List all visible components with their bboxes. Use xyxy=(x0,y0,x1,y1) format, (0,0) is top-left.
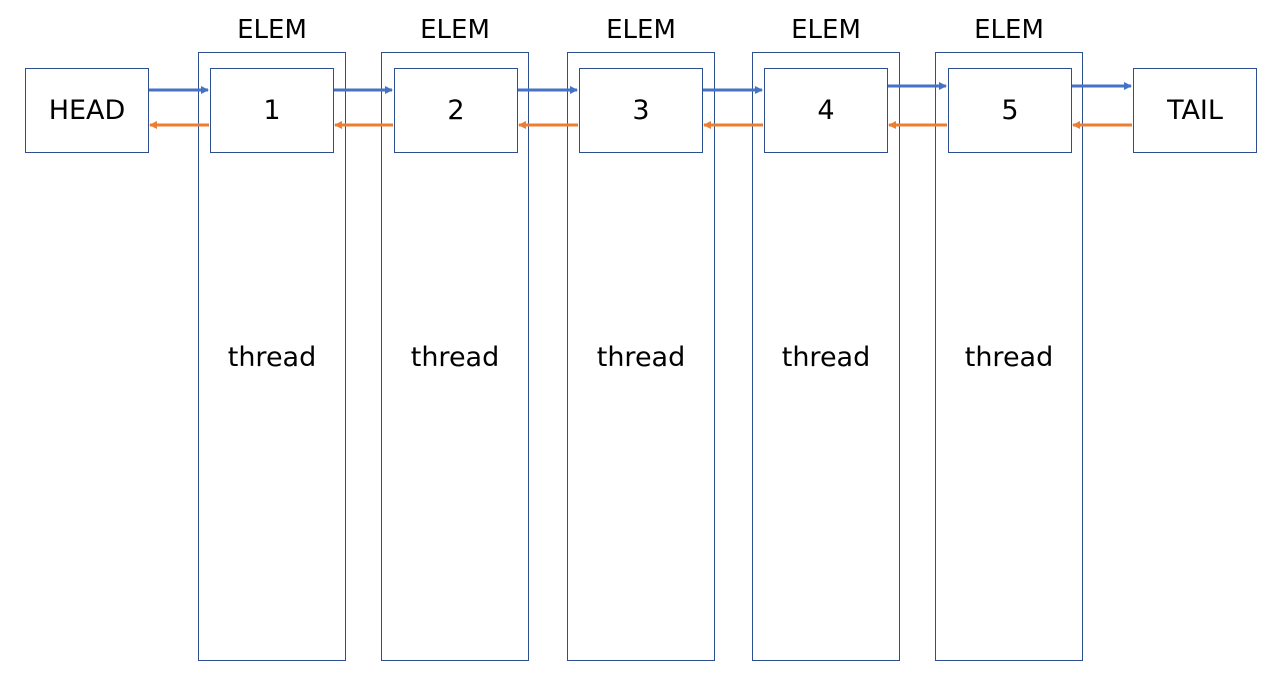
elem-column xyxy=(381,52,529,661)
elem-title: ELEM xyxy=(791,15,861,45)
tail-node: TAIL xyxy=(1133,68,1257,153)
elem-title: ELEM xyxy=(606,15,676,45)
elem-node: 2 xyxy=(394,68,518,153)
head-node: HEAD xyxy=(25,68,149,153)
elem-node: 5 xyxy=(948,68,1072,153)
thread-label: thread xyxy=(964,342,1054,373)
thread-label: thread xyxy=(781,342,871,373)
thread-label: thread xyxy=(596,342,686,373)
elem-node: 1 xyxy=(210,68,334,153)
elem-column xyxy=(198,52,346,661)
thread-label: thread xyxy=(227,342,317,373)
elem-column xyxy=(752,52,900,661)
elem-node: 3 xyxy=(579,68,703,153)
elem-title: ELEM xyxy=(237,15,307,45)
elem-node: 4 xyxy=(764,68,888,153)
elem-title: ELEM xyxy=(974,15,1044,45)
thread-label: thread xyxy=(410,342,500,373)
elem-title: ELEM xyxy=(420,15,490,45)
elem-column xyxy=(935,52,1083,661)
elem-column xyxy=(567,52,715,661)
